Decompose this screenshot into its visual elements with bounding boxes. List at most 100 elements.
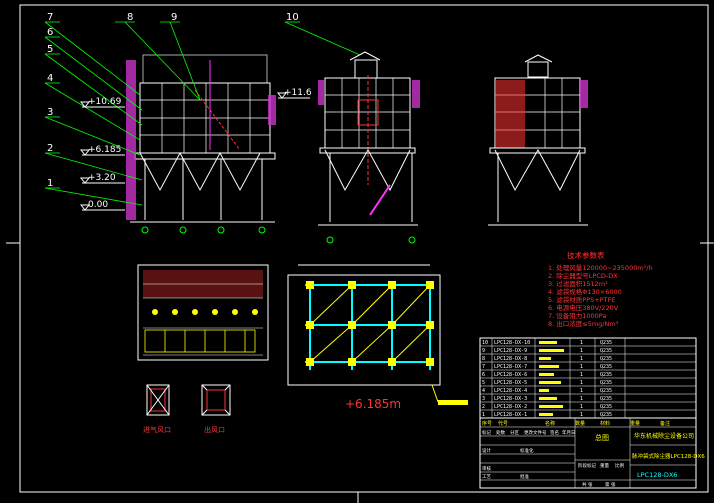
parts-row-code: LPC128-DX-10 (494, 340, 530, 346)
parts-row-code: LPC128-DX-3 (494, 396, 527, 402)
parts-row-qty: 1 (580, 380, 583, 386)
parts-row-code: LPC128-DX-8 (494, 356, 527, 362)
parts-row-code: LPC128-DX-4 (494, 388, 527, 394)
parts-row-no: 3 (482, 396, 485, 402)
parts-row-no: 7 (482, 364, 485, 370)
tech-notes-title: 技术参数表 (567, 250, 605, 260)
tb-label: 更改文件号 (524, 429, 547, 436)
parts-row-qty: 1 (580, 388, 583, 394)
header-cell: 重量 (630, 420, 640, 427)
tech-notes: 技术参数表 1. 处理风量120000~235000m³/h 2. 除尘器型号L… (548, 250, 653, 328)
tb-label: 比例 (615, 462, 624, 469)
parts-row-no: 8 (482, 356, 485, 362)
parts-row-code: LPC128-DX-9 (494, 348, 527, 354)
tech-note: 4. 滤袋规格Φ130×6000 (548, 287, 622, 296)
parts-row-mat: Q235 (600, 340, 612, 346)
frame-plan (287, 264, 468, 405)
parts-row-code: LPC128-DX-2 (494, 404, 527, 410)
parts-row-code: LPC128-DX-6 (494, 372, 527, 378)
title-block-drawing-code: LPC128-DX6 (637, 471, 677, 479)
parts-row-no: 4 (482, 388, 485, 394)
callout-3: 3 (47, 107, 53, 118)
header-cell: 名称 (545, 420, 555, 427)
parts-row-mat: Q235 (600, 348, 612, 354)
detail-outlet (201, 384, 231, 416)
parts-row-no: 6 (482, 372, 485, 378)
title-block-drawing-name: 脉冲袋式除尘器LPC128-DX6 (632, 452, 705, 460)
parts-row-qty: 1 (580, 356, 583, 362)
parts-row-no: 5 (482, 380, 485, 386)
parts-row-no: 9 (482, 348, 485, 354)
tb-label: 工艺 (482, 474, 491, 480)
tb-label: 审核 (482, 465, 491, 472)
tb-label: 第 张 (605, 481, 616, 488)
rear-view (488, 54, 588, 226)
callout-7: 7 (47, 12, 53, 23)
header-cell: 数量 (575, 420, 585, 427)
callout-1: 1 (47, 178, 53, 189)
parts-row-code: LPC128-DX-1 (494, 412, 527, 418)
elevation-3-20: +3.20 (88, 173, 116, 183)
parts-row-mat: Q235 (600, 412, 612, 418)
plan-view (137, 264, 269, 361)
callout-2: 2 (47, 143, 53, 154)
tb-label: 标准化 (520, 447, 534, 454)
detail-inlet (146, 384, 170, 416)
plan-elevation-label: +6.185m (345, 397, 401, 411)
parts-row-qty: 1 (580, 340, 583, 346)
tb-label: 分区 (510, 429, 519, 436)
parts-row-no: 2 (482, 404, 485, 410)
parts-row-qty: 1 (580, 396, 583, 402)
tech-note: 7. 设备阻力1000Pa (548, 311, 606, 320)
tb-label: 批准 (520, 473, 529, 480)
elevation-6-185: +6.185 (88, 145, 121, 155)
tech-note: 6. 电源电压380V/220V (548, 303, 619, 312)
parts-row-no: 10 (482, 340, 488, 346)
callout-9: 9 (171, 12, 177, 23)
parts-row-qty: 1 (580, 404, 583, 410)
elevation-marks (79, 92, 310, 211)
parts-row-mat: Q235 (600, 404, 612, 410)
parts-row-mat: Q235 (600, 396, 612, 402)
title-block-assembly: 总图 (595, 433, 609, 442)
header-cell: 备注 (660, 420, 670, 427)
parts-row-qty: 1 (580, 372, 583, 378)
title-block (479, 417, 697, 489)
front-view (126, 54, 276, 234)
callout-4: 4 (47, 73, 53, 84)
tb-label: 共 张 (582, 481, 593, 488)
elevation-0-00: 0.00 (88, 200, 108, 210)
parts-row-qty: 1 (580, 364, 583, 370)
tb-label: 年月日 (562, 429, 576, 436)
parts-row-no: 1 (482, 412, 485, 418)
callout-10: 10 (286, 12, 299, 23)
parts-row-mat: Q235 (600, 380, 612, 386)
tb-label: 设计 (482, 447, 491, 454)
detail-label-inlet: 进气风口 (143, 425, 171, 434)
tb-label: 签名 (550, 429, 559, 436)
tb-label: 重量 (600, 462, 609, 469)
callout-8: 8 (127, 12, 133, 23)
parts-row-code: LPC128-DX-5 (494, 380, 527, 386)
parts-table (479, 337, 697, 419)
tech-note: 3. 过滤面积1512m² (548, 279, 608, 288)
elevation-10-69: +10.69 (88, 97, 122, 107)
tb-label: 处数 (496, 429, 505, 436)
parts-table-header: 序号 代号 名称 数量 材料 重量 备注 (482, 420, 670, 427)
parts-row-mat: Q235 (600, 356, 612, 362)
tech-note: 5. 滤袋材质PPS+PTFE (548, 295, 615, 304)
drawing-border (19, 4, 709, 493)
parts-row-mat: Q235 (600, 372, 612, 378)
side-view (318, 51, 420, 244)
parts-row-mat: Q235 (600, 364, 612, 370)
leader-lines (44, 21, 361, 206)
tb-label: 标记 (482, 429, 491, 436)
tech-note: 2. 除尘器型号LPCD-DX (548, 271, 618, 280)
parts-row-mat: Q235 (600, 388, 612, 394)
tech-note: 1. 处理风量120000~235000m³/h (548, 263, 653, 272)
tb-label: 阶段标记 (578, 462, 596, 469)
tech-note: 8. 出口浓度≤5mg/Nm³ (548, 319, 619, 328)
parts-row-qty: 1 (580, 348, 583, 354)
elevation-11-6: +11.6 (284, 88, 312, 98)
